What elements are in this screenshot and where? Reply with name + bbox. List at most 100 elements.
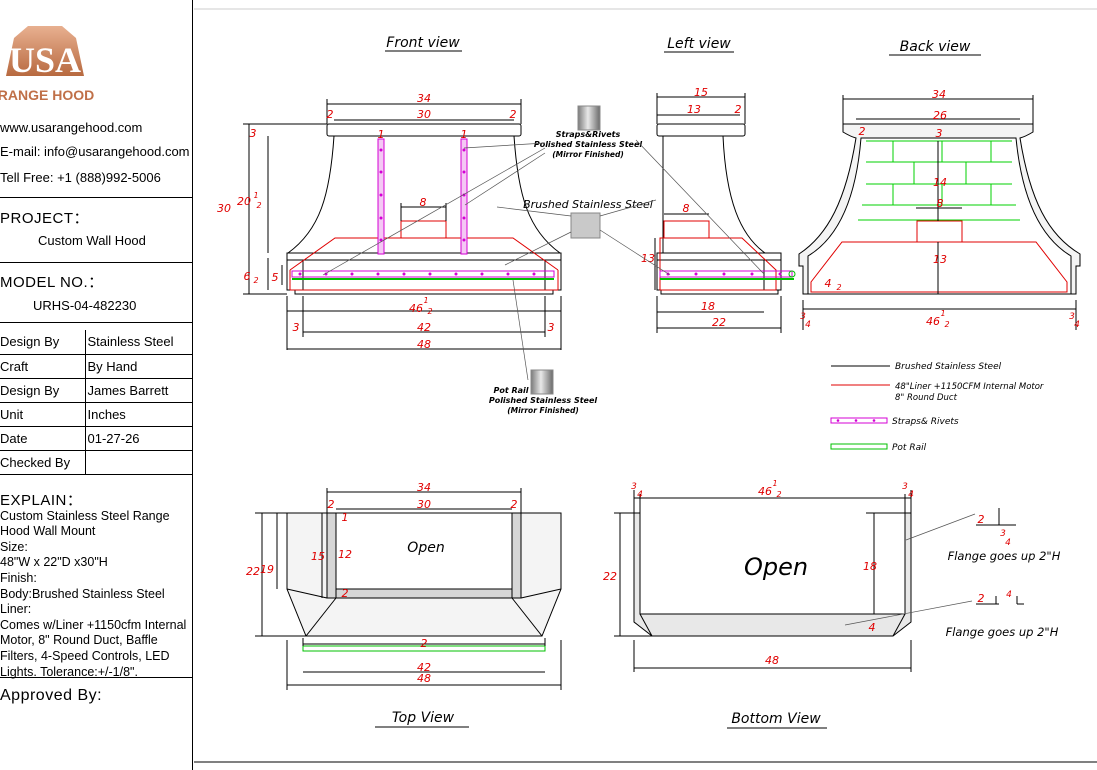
svg-text:2: 2 [256,201,261,210]
svg-text:2: 2 [944,320,949,329]
svg-text:2: 2 [859,125,866,138]
back-view-dims: 34 26 2 3 14 8 13 4 2 46 1 2 3 4 3 4 [800,88,1080,330]
svg-text:4: 4 [908,490,914,500]
explain-line: Size: [0,539,28,554]
brushed-label: Brushed Stainless Steel [523,198,653,211]
spec-value: 01-27-26 [85,426,192,451]
left-view-title: Left view [667,36,731,52]
legend-liner: 48"Liner +1150CFM Internal Motor [895,382,1044,392]
svg-text:26: 26 [933,109,947,122]
svg-text:46: 46 [758,485,772,498]
flange-label-bottom: Flange goes up 2"H [946,625,1059,639]
pot-rail-finish: Polished Stainless Steel [489,396,598,405]
divider [0,197,192,198]
explain-line: Custom Stainless Steel Range [0,508,170,523]
spec-key: Date [0,426,86,451]
approved-label: Approved By: [0,687,103,704]
spec-key: Design By [0,378,86,403]
svg-text:12: 12 [338,548,352,561]
svg-text:18: 18 [863,560,877,573]
svg-text:4: 4 [637,490,643,500]
callouts: Straps&Rivets Polished Stainless Steel (… [322,105,765,415]
pot-rail-label: Pot Rail [493,386,528,395]
front-view-title: Front view [386,35,460,51]
spec-value: Stainless Steel [85,330,192,355]
company-email[interactable]: E-mail: info@usarangehood.com [0,144,190,159]
svg-text:2: 2 [421,637,428,650]
explain-line: Comes w/Liner +1150cfm Internal [0,617,187,632]
company-logo: USA RANGE HOOD [0,26,94,103]
svg-text:3: 3 [250,127,257,140]
svg-text:48: 48 [417,672,431,685]
svg-text:1: 1 [772,479,777,488]
spec-key: Unit [0,402,86,427]
svg-text:2: 2 [253,276,258,285]
svg-text:30: 30 [417,108,431,121]
svg-text:2: 2 [511,498,518,511]
brushed-swatch [570,212,601,239]
spec-row: Checked By [0,450,192,475]
bottom-view-dims: 3 4 3 4 46 1 2 22 18 4 48 2 3 4 2 4 [603,479,1012,667]
svg-text:2: 2 [510,108,517,121]
pot-rail-swatch [530,369,554,395]
divider [0,262,192,263]
explain-line: Lights. Tolerance:+/-1/8". [0,664,138,679]
spec-value: By Hand [85,354,192,379]
svg-text:20: 20 [237,195,251,208]
svg-text:22: 22 [712,316,726,329]
top-view-dims: 34 30 2 2 1 15 12 22 19 2 2 42 48 [246,481,518,685]
legend-brushed: Brushed Stainless Steel [895,362,1002,372]
svg-text:46: 46 [409,302,423,315]
explain-line: Motor, 8" Round Duct, Baffle [0,633,158,648]
straps-finish: Polished Stainless Steel [534,140,643,149]
svg-text:30: 30 [417,498,431,511]
front-view-drawing [243,99,562,350]
svg-text:13: 13 [641,252,655,265]
svg-text:34: 34 [417,92,431,105]
project-label: PROJECT： [0,210,90,227]
top-open-label: Open [407,540,444,556]
svg-text:3: 3 [902,482,908,492]
svg-text:15: 15 [311,550,325,563]
svg-text:2: 2 [327,108,334,121]
bottom-view-drawing [614,490,1024,672]
svg-text:42: 42 [417,321,431,334]
divider [0,322,192,323]
svg-text:34: 34 [932,88,946,101]
legend-pot-rail: Pot Rail [892,443,927,453]
company-website[interactable]: www.usarangehood.com [0,120,143,135]
spec-value [85,450,192,475]
model-value: URHS-04-482230 [33,298,137,313]
model-label: MODEL NO.： [0,274,104,291]
svg-text:5: 5 [272,271,279,284]
spec-value: Inches [85,402,192,427]
svg-text:3: 3 [800,312,806,322]
top-view-title: Top View [392,710,455,726]
svg-text:3: 3 [631,482,637,492]
svg-text:15: 15 [694,86,708,99]
svg-text:3: 3 [1069,312,1075,322]
svg-text:2: 2 [978,513,985,526]
project-value: Custom Wall Hood [38,233,146,248]
explain-label: EXPLAIN： [0,492,83,509]
svg-text:48: 48 [417,338,431,351]
svg-text:1: 1 [342,511,349,524]
svg-text:RANGE HOOD: RANGE HOOD [0,87,94,103]
company-phone: Tell Free: +1 (888)992-5006 [0,170,161,185]
svg-text:22: 22 [603,570,617,583]
svg-text:22: 22 [246,565,260,578]
svg-text:42: 42 [417,661,431,674]
svg-text:2: 2 [735,103,742,116]
svg-text:13: 13 [687,103,701,116]
svg-text:2: 2 [776,490,781,499]
svg-text:1: 1 [253,191,258,200]
flange-label-top: Flange goes up 2"H [948,549,1061,563]
svg-text:48: 48 [765,654,779,667]
svg-text:30: 30 [217,202,231,215]
